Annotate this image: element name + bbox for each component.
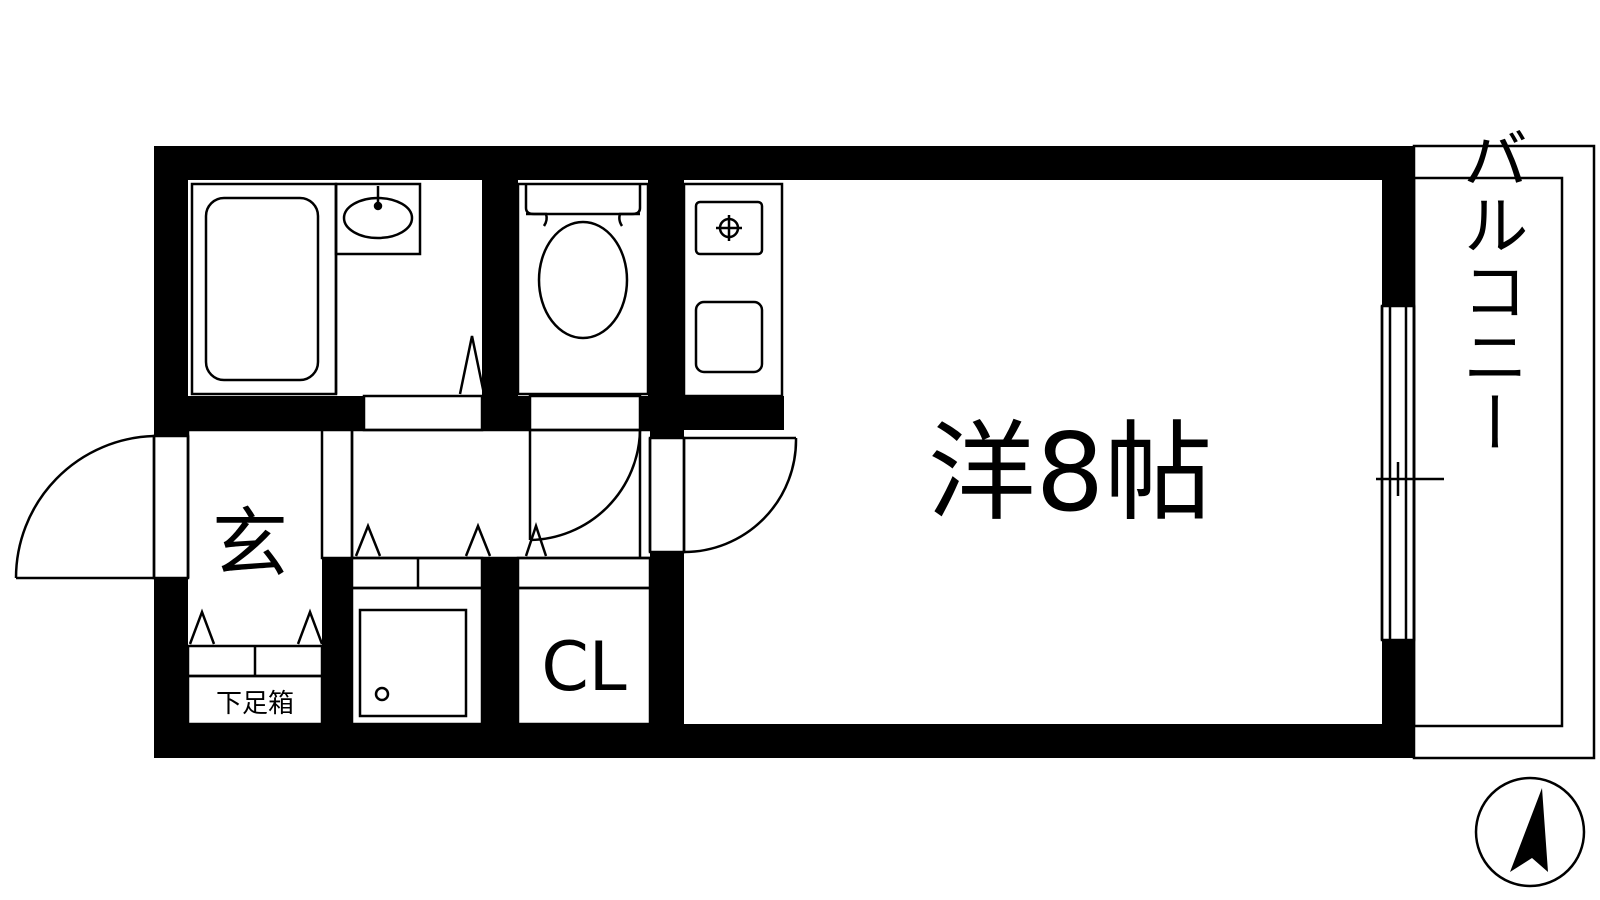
front-door (14, 434, 190, 580)
right-wall-upper (1382, 146, 1414, 306)
room-label-western: 洋8帖 (928, 411, 1213, 536)
room-label-shoe-box: 下足箱 (216, 689, 294, 719)
wall-entry-washer (322, 558, 352, 758)
toilet (516, 182, 650, 432)
wall-washer-closet (482, 558, 518, 758)
wall-bath-toilet (482, 180, 518, 398)
north-arrow-icon (1474, 776, 1586, 888)
room-label-balcony: バルコニー (1452, 125, 1529, 455)
room-label-entrance: 玄 (212, 499, 288, 588)
room-door (648, 436, 798, 554)
top-wall (154, 146, 1414, 180)
left-wall-lower (154, 578, 188, 758)
wall-kitchen-bottom (640, 396, 784, 430)
closet-area (516, 556, 652, 726)
bottom-wall (154, 724, 1414, 758)
wash-basin (334, 182, 422, 256)
wall-bath-bottom (188, 396, 364, 430)
exterior-walls (154, 146, 1414, 758)
bath-door (362, 335, 486, 432)
wall-stub (650, 430, 684, 438)
room-label-closet: CL (541, 628, 626, 707)
interior-walls (188, 180, 784, 758)
wall-mid-bottom (482, 396, 530, 430)
left-wall-upper (154, 146, 188, 436)
balcony (1412, 144, 1596, 760)
kitchen (682, 182, 784, 398)
wall-toilet-kitchen (648, 180, 684, 398)
washer-area (350, 556, 484, 726)
right-wall-lower (1382, 640, 1414, 758)
balcony-window (1376, 304, 1444, 642)
wall-closet-room (650, 552, 684, 758)
